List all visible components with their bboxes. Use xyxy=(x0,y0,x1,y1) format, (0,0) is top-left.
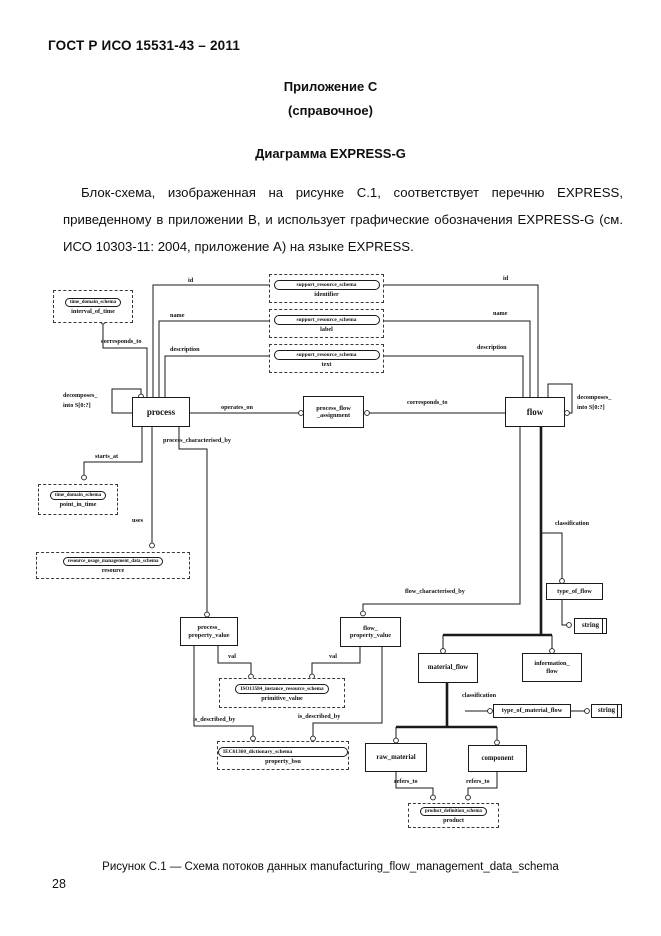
edge-label-corresponds-to-right: corresponds_to xyxy=(407,399,448,406)
appendix-title: Приложение С xyxy=(283,79,378,94)
edge-label-val-left: val xyxy=(228,653,236,660)
edge-starts-at xyxy=(83,427,143,475)
type-string-upper: string xyxy=(574,618,607,634)
edge-id-right xyxy=(383,284,539,397)
schema-ref-product: product_definition_schema product xyxy=(408,803,499,828)
attr-circle xyxy=(310,735,316,742)
attr-circle xyxy=(364,410,370,416)
schema-ref-primitive-value: ISO13584_instance_resource_schema primit… xyxy=(219,678,345,708)
page-number: 28 xyxy=(52,877,66,891)
type-string-lower: string xyxy=(591,704,622,718)
attr-circle xyxy=(566,622,572,628)
edge-label-decomposes-right-1: decomposes_ xyxy=(577,394,612,401)
edge-label-refers-to-left: refers_to xyxy=(394,778,418,785)
attr-circle xyxy=(149,542,155,549)
edge-label-corresponds-to-left: corresponds_to xyxy=(101,338,142,345)
entity-type-of-flow: type_of_flow xyxy=(546,583,603,600)
edge-refers-to-right xyxy=(467,772,498,795)
entity-flow: flow xyxy=(505,397,565,427)
schema-ref-identifier: support_resource_schema identifier xyxy=(269,274,384,303)
edge-label-decomposes-left-1: decomposes_ xyxy=(63,392,98,399)
attr-circle xyxy=(204,611,210,618)
edge-label-name-left: name xyxy=(170,312,185,319)
attr-circle xyxy=(250,735,256,742)
edge-label-is-described-by-right: is_described_by xyxy=(298,713,341,720)
edge-label-decomposes-right-2: into S[0:?] xyxy=(577,404,605,411)
edge-label-description-right: description xyxy=(477,344,507,351)
edge-decomposes-left-loop xyxy=(111,388,142,414)
entity-process-flow-assignment: process_flow _assignment xyxy=(303,396,364,428)
edge-description-right xyxy=(383,355,524,397)
edge-description-left xyxy=(164,355,273,397)
edge-label-uses: uses xyxy=(132,517,144,524)
entity-raw-material: raw_material xyxy=(365,743,427,772)
edge-name-left xyxy=(158,320,273,397)
attr-circle xyxy=(465,794,471,801)
edge-label-flow-characterised-by: flow_characterised_by xyxy=(405,588,465,595)
edge-label-id-left: id xyxy=(188,277,194,284)
edge-is-described-by-left xyxy=(193,646,254,736)
document-header: ГОСТ Р ИСО 15531-43 – 2011 xyxy=(48,38,241,53)
edge-label-classification-material: classification xyxy=(462,692,497,699)
schema-ref-point-in-time: time_domain_schema point_in_time xyxy=(38,484,118,515)
edge-val-right xyxy=(311,647,361,674)
edge-refers-to-left xyxy=(395,772,434,795)
edge-corresponds-to-left xyxy=(102,324,148,397)
schema-ref-interval-of-time: time_domain_schema interval_of_time xyxy=(53,290,133,323)
attr-circle xyxy=(564,410,570,416)
attr-circle xyxy=(81,474,87,481)
edge-label-is-described-by-left: is_described_by xyxy=(193,716,236,723)
edge-flow-characterised-by xyxy=(362,427,521,611)
intro-paragraph: Блок-схема, изображенная на рисунке С.1,… xyxy=(63,185,623,254)
edge-is-described-by-right xyxy=(312,647,383,736)
edge-decomposes-right-loop xyxy=(547,383,573,414)
edge-label-description-left: description xyxy=(170,346,200,353)
edge-label-val-right: val xyxy=(329,653,337,660)
edge-type-of-flow-string xyxy=(561,600,567,626)
entity-process: process xyxy=(132,397,190,427)
appendix-note: (справочное) xyxy=(288,103,373,118)
edge-name-right xyxy=(383,320,531,397)
edge-label-classification-flow: classification xyxy=(555,520,590,527)
figure-caption: Рисунок С.1 — Схема потоков данных manuf… xyxy=(102,861,559,873)
edge-label-name-right: name xyxy=(493,310,508,317)
edge-label-decomposes-left-2: into S[0:?] xyxy=(63,402,91,409)
edge-label-id-right: id xyxy=(503,275,509,282)
entity-material-flow: material_flow xyxy=(418,653,478,683)
edge-id-left xyxy=(152,284,273,397)
attr-circle xyxy=(360,610,366,617)
entity-process-property-value: process_ property_value xyxy=(180,617,238,646)
entity-component: component xyxy=(468,745,527,772)
edge-label-operates-on: operates_on xyxy=(221,404,253,411)
entity-flow-property-value: flow_ property_value xyxy=(340,617,401,647)
entity-type-of-material-flow: type_of_material_flow xyxy=(493,704,571,718)
schema-ref-text: support_resource_schema text xyxy=(269,344,384,373)
schema-ref-resource: resource_usage_management_data_schema re… xyxy=(36,552,190,579)
attr-circle xyxy=(393,737,399,744)
attr-circle xyxy=(430,794,436,801)
entity-information-flow: information_ flow xyxy=(522,653,582,682)
attr-circle xyxy=(584,708,590,714)
edge-classification-flow xyxy=(541,532,563,579)
edge-label-process-characterised-by: process_characterised_by xyxy=(163,437,231,444)
edge-val-left xyxy=(217,646,252,674)
schema-ref-property-bsu: IEC61360_dictionary_schema property_bsu xyxy=(217,741,349,770)
edge-label-starts-at: starts_at xyxy=(95,453,119,460)
edge-process-characterised-by xyxy=(178,427,208,612)
section-title: Диаграмма EXPRESS-G xyxy=(255,146,406,161)
schema-ref-label: support_resource_schema label xyxy=(269,309,384,338)
edge-label-refers-to-right: refers_to xyxy=(466,778,490,785)
attr-circle xyxy=(487,708,493,714)
attr-circle xyxy=(494,739,500,746)
